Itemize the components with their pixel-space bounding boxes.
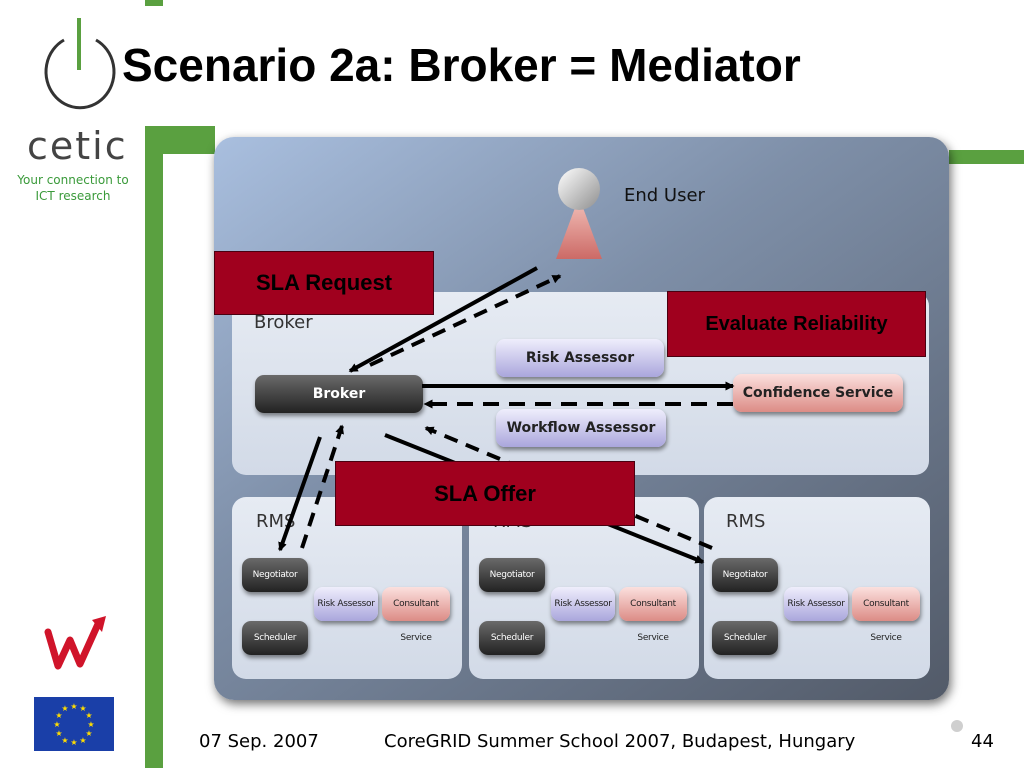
svg-text:★: ★ bbox=[53, 720, 60, 729]
sla-offer-callout: SLA Offer bbox=[335, 461, 635, 526]
svg-text:★: ★ bbox=[87, 720, 94, 729]
footer-date: 07 Sep. 2007 bbox=[199, 731, 319, 752]
horizontal-green-bar bbox=[145, 126, 215, 154]
svg-text:★: ★ bbox=[79, 736, 86, 745]
svg-text:★: ★ bbox=[85, 729, 92, 738]
top-green-bar bbox=[145, 0, 163, 6]
negotiator-node: Negotiator bbox=[712, 558, 778, 592]
broker-node: Broker bbox=[255, 375, 423, 413]
offer-request-arrow bbox=[278, 436, 322, 552]
evaluate-reliability-callout: Evaluate Reliability bbox=[667, 291, 926, 357]
rms-region-2: RMS Negotiator Scheduler Risk Assessor C… bbox=[469, 497, 699, 679]
svg-text:★: ★ bbox=[70, 702, 77, 711]
negotiator-node: Negotiator bbox=[479, 558, 545, 592]
rms-risk-assessor-node: Risk Assessor bbox=[314, 587, 378, 621]
user-icon bbox=[556, 168, 602, 259]
svg-text:★: ★ bbox=[55, 729, 62, 738]
sla-request-arrow bbox=[348, 266, 538, 373]
workflow-assessor-node: Workflow Assessor bbox=[496, 409, 666, 447]
vertical-green-bar bbox=[145, 126, 163, 768]
consultant-service-node: Consultant Service bbox=[852, 587, 920, 643]
svg-text:★: ★ bbox=[70, 738, 77, 747]
rms-label: RMS bbox=[726, 511, 766, 532]
rms-region-1: RMS Negotiator Scheduler Risk Assessor C… bbox=[232, 497, 462, 679]
scheduler-node: Scheduler bbox=[479, 621, 545, 655]
rms-risk-assessor-node: Risk Assessor bbox=[784, 587, 848, 621]
logo-wordmark: cetic bbox=[27, 124, 128, 168]
eu-flag-icon: ★★★ ★★★ ★★★ ★★★ bbox=[34, 697, 114, 751]
right-green-bar bbox=[949, 150, 1024, 164]
offer-return-dashed-arrow-rms3 bbox=[424, 426, 713, 550]
bullet-dot-icon bbox=[951, 720, 963, 732]
tagline-line-2: ICT research bbox=[35, 189, 111, 203]
w-logo-icon bbox=[44, 616, 106, 670]
risk-assessor-node: Risk Assessor bbox=[496, 339, 664, 377]
page-number: 44 bbox=[971, 731, 994, 752]
scheduler-node: Scheduler bbox=[242, 621, 308, 655]
sla-request-callout: SLA Request bbox=[214, 251, 434, 315]
logo-tagline: Your connection to ICT research bbox=[8, 172, 138, 204]
scheduler-node: Scheduler bbox=[712, 621, 778, 655]
svg-text:★: ★ bbox=[85, 711, 92, 720]
rms-region-3: RMS Negotiator Scheduler Risk Assessor C… bbox=[704, 497, 930, 679]
svg-text:★: ★ bbox=[61, 704, 68, 713]
cetic-logo bbox=[44, 18, 116, 110]
broker-region-label: Broker bbox=[254, 312, 313, 333]
negotiator-node: Negotiator bbox=[242, 558, 308, 592]
consultant-service-node: Consultant Service bbox=[382, 587, 450, 643]
slide-title: Scenario 2a: Broker = Mediator bbox=[122, 39, 801, 91]
footer-event: CoreGRID Summer School 2007, Budapest, H… bbox=[384, 731, 856, 752]
consultant-service-node: Consultant Service bbox=[619, 587, 687, 643]
tagline-line-1: Your connection to bbox=[17, 173, 129, 187]
svg-text:★: ★ bbox=[55, 711, 62, 720]
svg-text:★: ★ bbox=[79, 704, 86, 713]
svg-text:★: ★ bbox=[61, 736, 68, 745]
rms-risk-assessor-node: Risk Assessor bbox=[551, 587, 615, 621]
rms-label: RMS bbox=[256, 511, 296, 532]
sla-response-dashed-arrow bbox=[369, 274, 562, 367]
confidence-service-node: Confidence Service bbox=[733, 374, 903, 412]
end-user-label: End User bbox=[624, 185, 705, 206]
